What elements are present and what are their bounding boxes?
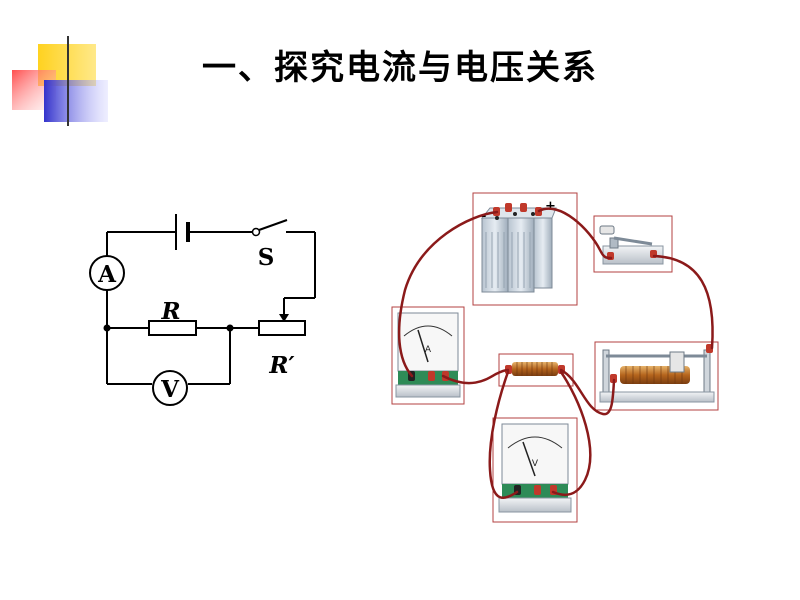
battery-terminal [505,203,512,212]
knife-switch-box [593,215,673,273]
ammeter-face-label: A [425,345,432,355]
voltmeter-symbol [152,370,188,406]
connecting-wires [397,207,714,500]
switch-pivot [251,227,261,237]
rheostat-slider-arrow [279,314,289,322]
page-title: 一、探究电流与电压关系 [202,48,598,88]
rheostat-label: R′ [268,352,294,379]
switch-label: S [258,244,275,271]
voltmeter-face-label: V [532,459,539,469]
voltmeter-label: V [160,376,180,403]
ammeter-label: A [97,261,117,288]
junction-left [103,324,111,332]
rheostat-terminal [610,374,617,383]
ammeter-terminal [428,371,435,381]
rheostat-slider [669,351,685,373]
resistor-symbol [148,320,197,336]
resistor-coil [512,362,558,376]
battery-cell-3 [533,217,553,289]
ammeter-device-box: A [391,306,465,405]
battery-positive-mark: + [545,199,556,214]
rheostat-symbol [258,320,306,336]
resistor-label: R [160,298,180,325]
battery-negative-mark: - [481,209,486,224]
rheostat-device-box [594,341,719,411]
deco-blue-square [44,80,108,122]
ammeter-needle [417,329,429,363]
switch-blade [258,219,288,231]
voltmeter-terminal [534,485,541,495]
battery-box: - + [472,192,578,306]
voltmeter-device-box: V [492,417,578,523]
knife-switch-blade [613,236,653,246]
junction-right [226,324,234,332]
voltmeter-needle [522,441,536,477]
battery-terminal [520,203,527,212]
ammeter-symbol [89,255,125,291]
